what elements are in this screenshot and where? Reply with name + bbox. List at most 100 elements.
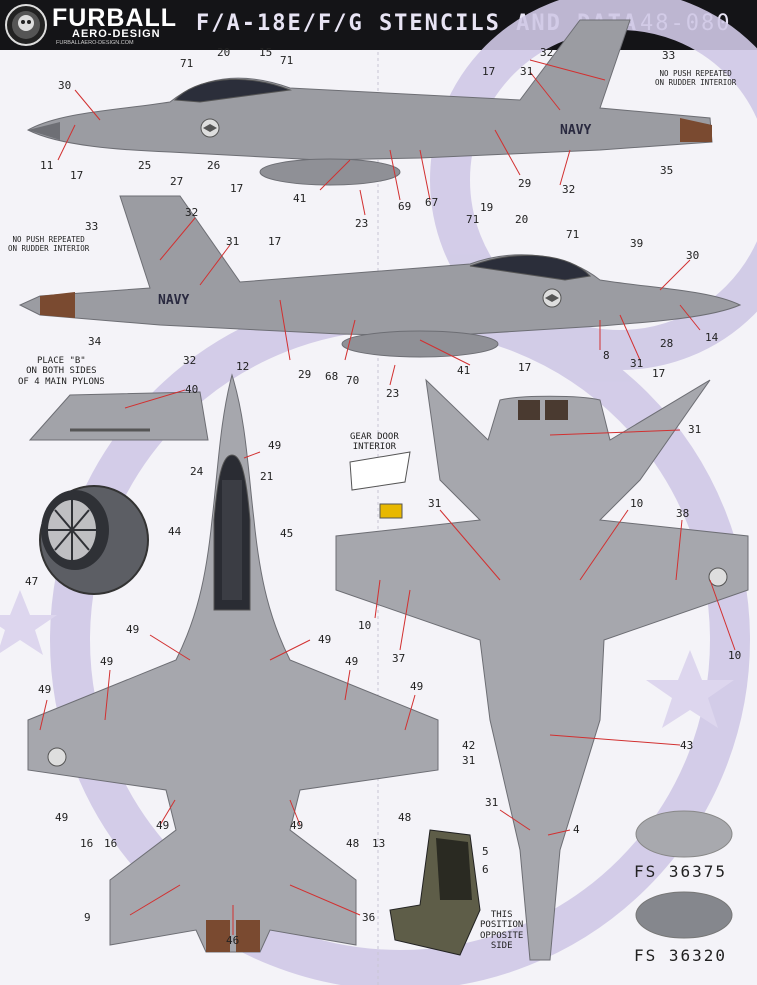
side-view-bottom <box>18 195 742 358</box>
ejection-seat-drawing <box>389 829 481 956</box>
callout-number: 47 <box>25 575 39 588</box>
note-seat: THIS POSITION OPPOSITE SIDE <box>480 910 524 952</box>
callout-number: 10 <box>358 619 372 632</box>
callout-number: 4 <box>573 823 580 836</box>
callout-number: 49 <box>38 683 52 696</box>
callout-number: 11 <box>40 159 54 172</box>
callout-number: 48 <box>346 837 360 850</box>
callout-number: 49 <box>290 819 304 832</box>
furball-logo-icon <box>5 4 47 46</box>
callout-number: 32 <box>185 206 199 219</box>
brand-name: FURBALL <box>52 4 178 32</box>
callout-number: 44 <box>168 525 182 538</box>
callout-number: 14 <box>705 331 719 344</box>
callout-number: 49 <box>55 811 69 824</box>
brand-subtitle: AERO-DESIGN <box>72 28 161 40</box>
callout-number: 31 <box>428 497 442 510</box>
callout-number: 46 <box>226 934 240 947</box>
callout-number: 31 <box>485 796 499 809</box>
callout-number: 31 <box>226 235 240 248</box>
swatch-fs36320 <box>635 891 733 939</box>
callout-number: 30 <box>58 79 72 92</box>
callout-number: 26 <box>207 159 221 172</box>
note-rudder-left: NO PUSH REPEATED ON RUDDER INTERIOR <box>8 235 90 253</box>
callout-number: 6 <box>482 863 489 876</box>
callout-number: 35 <box>660 164 674 177</box>
callout-number: 41 <box>457 364 471 377</box>
intake-detail <box>39 485 149 595</box>
callout-number: 20 <box>515 213 529 226</box>
callout-number: 49 <box>126 623 140 636</box>
pylon-drawing <box>28 391 209 441</box>
bottom-view <box>335 378 749 961</box>
callout-number: 41 <box>293 192 307 205</box>
callout-number: 49 <box>156 819 170 832</box>
callout-number: 23 <box>386 387 400 400</box>
callout-number: 12 <box>236 360 250 373</box>
callout-number: 37 <box>392 652 406 665</box>
callout-number: 49 <box>318 633 332 646</box>
callout-number: 67 <box>425 196 439 209</box>
callout-number: 48 <box>398 811 412 824</box>
swatch-label-fs36375: FS 36375 <box>634 862 728 881</box>
callout-number: 17 <box>230 182 244 195</box>
brand-url: FURBALLAERO-DESIGN.COM <box>56 40 134 46</box>
navy-marking-top: NAVY <box>560 123 592 138</box>
callout-number: 20 <box>217 46 231 59</box>
callout-number: 71 <box>280 54 294 67</box>
callout-number: 5 <box>482 845 489 858</box>
callout-number: 71 <box>466 213 480 226</box>
callout-number: 17 <box>652 367 666 380</box>
callout-number: 31 <box>688 423 702 436</box>
callout-number: 29 <box>298 368 312 381</box>
callout-number: 31 <box>630 357 644 370</box>
callout-number: 49 <box>268 439 282 452</box>
callout-number: 39 <box>630 237 644 250</box>
side-view-top <box>26 19 713 186</box>
top-view <box>27 373 439 953</box>
callout-number: 32 <box>562 183 576 196</box>
navy-marking-bottom: NAVY <box>158 293 190 308</box>
swatch-label-fs36320: FS 36320 <box>634 946 728 965</box>
callout-number: 49 <box>100 655 114 668</box>
callout-number: 21 <box>260 470 274 483</box>
callout-number: 31 <box>462 754 476 767</box>
callout-number: 49 <box>345 655 359 668</box>
callout-number: 71 <box>566 228 580 241</box>
callout-number: 71 <box>180 57 194 70</box>
callout-number: 9 <box>84 911 91 924</box>
leader-lines <box>39 59 736 935</box>
callout-number: 43 <box>680 739 694 752</box>
callout-number: 69 <box>398 200 412 213</box>
callout-number: 27 <box>170 175 184 188</box>
swatch-fs36375 <box>635 810 733 858</box>
callout-number: 49 <box>410 680 424 693</box>
callout-number: 16 <box>104 837 118 850</box>
callout-number: 25 <box>138 159 152 172</box>
callout-number: 15 <box>259 46 273 59</box>
note-rudder-top: NO PUSH REPEATED ON RUDDER INTERIOR <box>655 69 737 87</box>
callout-number: 17 <box>268 235 282 248</box>
callout-number: 31 <box>520 65 534 78</box>
callout-number: 36 <box>362 911 376 924</box>
callout-number: 42 <box>462 739 476 752</box>
callout-number: 30 <box>686 249 700 262</box>
callout-number: 17 <box>518 361 532 374</box>
note-pylon: PLACE "B" ON BOTH SIDES OF 4 MAIN PYLONS <box>18 356 105 387</box>
callout-number: 19 <box>480 201 494 214</box>
callout-number: 68 <box>325 370 339 383</box>
callout-number: 10 <box>630 497 644 510</box>
callout-number: 16 <box>80 837 94 850</box>
callout-number: 8 <box>603 349 610 362</box>
callout-number: 70 <box>346 374 360 387</box>
callout-number: 32 <box>183 354 197 367</box>
callout-number: 13 <box>372 837 386 850</box>
callout-number: 23 <box>355 217 369 230</box>
callout-number: 24 <box>190 465 204 478</box>
note-gear-door: GEAR DOOR INTERIOR <box>350 432 399 453</box>
callout-number: 38 <box>676 507 690 520</box>
callout-number: 34 <box>88 335 102 348</box>
callout-number: 33 <box>85 220 99 233</box>
callout-number: 33 <box>662 49 676 62</box>
